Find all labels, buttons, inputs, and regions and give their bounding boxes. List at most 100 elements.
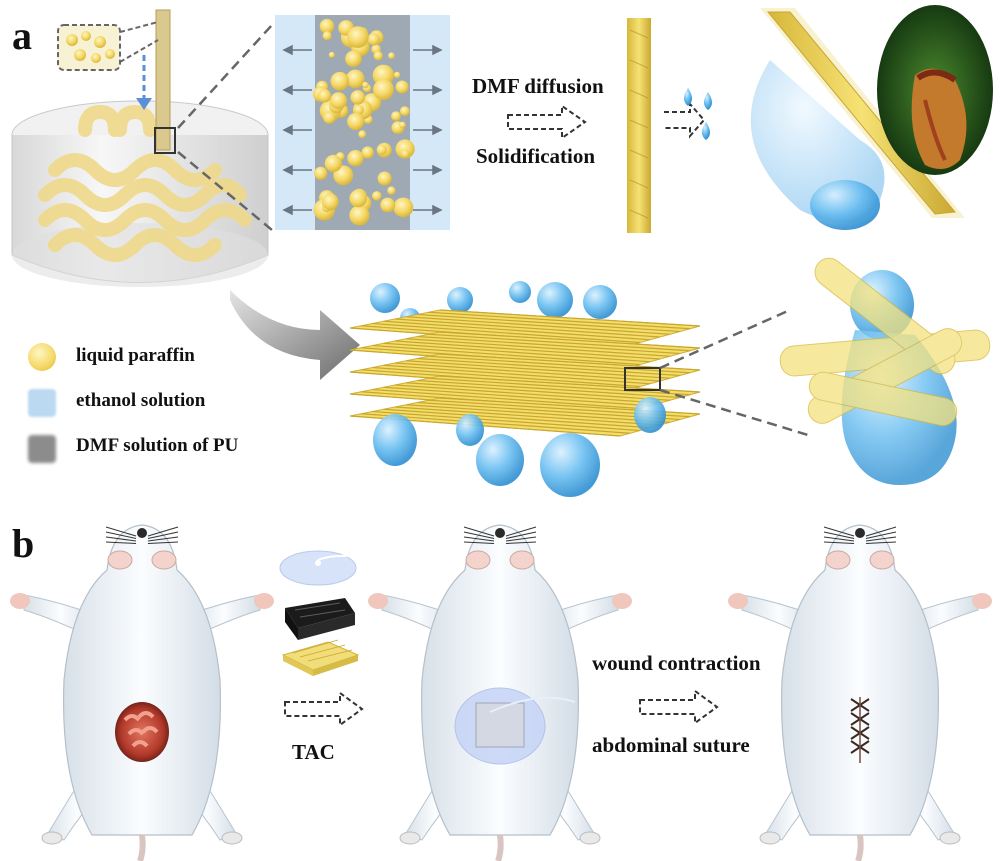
legend-swatch-pu bbox=[28, 435, 56, 463]
paraffin-droplet bbox=[347, 112, 365, 131]
solidified-fiber bbox=[627, 18, 651, 233]
fiber-strand bbox=[372, 388, 641, 410]
fiber-strand bbox=[417, 357, 681, 377]
fiber-strand bbox=[383, 342, 651, 363]
rat-body bbox=[62, 524, 222, 836]
paraffin-droplet bbox=[350, 90, 366, 105]
water-droplet bbox=[537, 282, 573, 318]
spinning-container bbox=[11, 9, 269, 287]
fiber-strand bbox=[406, 338, 671, 357]
paraffin-droplet bbox=[399, 121, 406, 129]
paraffin-droplet bbox=[401, 149, 410, 158]
rat-illustration bbox=[728, 524, 992, 861]
rat-body bbox=[420, 524, 580, 836]
fiber-strand bbox=[394, 340, 661, 360]
paraffin-droplet bbox=[387, 186, 396, 195]
paraffin-droplet bbox=[324, 154, 342, 172]
zoom-line-top bbox=[177, 24, 273, 129]
rat-body bbox=[780, 524, 940, 836]
paraffin-droplet bbox=[322, 31, 332, 41]
paraffin-droplet bbox=[349, 205, 370, 226]
fiber-strand bbox=[394, 406, 661, 426]
paraffin-droplet bbox=[395, 139, 415, 159]
magnified-jet bbox=[275, 15, 450, 230]
water-droplet bbox=[540, 433, 600, 497]
tac-dressing-stack bbox=[279, 550, 360, 676]
water-droplet bbox=[634, 397, 666, 433]
paraffin-droplet bbox=[376, 144, 387, 155]
water-droplet bbox=[373, 414, 417, 466]
rat-illustration bbox=[368, 524, 632, 861]
paraffin-droplet bbox=[372, 191, 382, 201]
process-arrow-tac bbox=[284, 691, 364, 727]
fiber-strand bbox=[406, 404, 671, 423]
fiber-strand bbox=[428, 333, 691, 352]
zoom-line-mat-bottom bbox=[659, 388, 809, 437]
legend-label-ethanol: ethanol solution bbox=[76, 390, 206, 411]
paraffin-droplet bbox=[330, 92, 347, 110]
fiber-strand bbox=[439, 309, 701, 327]
paraffin-droplet bbox=[377, 171, 392, 186]
paraffin-droplet bbox=[393, 71, 401, 79]
fiber-strand bbox=[372, 344, 641, 366]
paraffin-droplet bbox=[322, 193, 339, 211]
rat-illustration bbox=[10, 524, 274, 861]
water-droplet bbox=[370, 283, 400, 313]
paraffin-droplet bbox=[373, 79, 394, 100]
step-solidification: Solidification bbox=[476, 144, 596, 168]
water-droplet bbox=[447, 287, 473, 313]
paraffin-droplet bbox=[393, 197, 414, 218]
legend-swatch-paraffin bbox=[28, 343, 56, 371]
fiber-strand bbox=[383, 364, 651, 385]
fiber-strand bbox=[383, 408, 651, 429]
paraffin-droplet bbox=[353, 104, 364, 115]
paraffin-droplet bbox=[361, 146, 374, 159]
paraffin-droplet bbox=[373, 51, 383, 61]
water-droplet bbox=[509, 281, 531, 303]
fiber-strand bbox=[417, 379, 681, 399]
panel-b-letter: b bbox=[12, 521, 35, 566]
fiber-strand bbox=[394, 318, 661, 338]
water-drops-icon bbox=[664, 88, 712, 140]
paraffin-droplet bbox=[347, 26, 369, 48]
legend-label-pu: DMF solution of PU bbox=[76, 435, 239, 456]
fiber-strand bbox=[372, 366, 641, 388]
rat-nose bbox=[137, 528, 147, 538]
zoom-line-bottom bbox=[177, 151, 273, 231]
fiber-strand bbox=[406, 382, 671, 401]
paraffin-droplet bbox=[388, 52, 395, 59]
water-droplet bbox=[456, 414, 484, 446]
fiber-strand bbox=[406, 316, 671, 335]
fiber-strand bbox=[372, 322, 641, 344]
fiber-strand bbox=[406, 360, 671, 379]
water-droplet bbox=[583, 285, 617, 319]
fiber-strand bbox=[383, 320, 651, 341]
paraffin-droplet bbox=[330, 71, 350, 91]
paraffin-droplet bbox=[367, 33, 380, 46]
fiber-mat bbox=[349, 281, 701, 497]
coiled-fibers-in-bath bbox=[38, 104, 252, 262]
paraffin-droplet bbox=[317, 89, 332, 103]
spinneret-needle bbox=[155, 9, 171, 151]
zoom-line-mat-top bbox=[659, 308, 791, 370]
step-dmf-diffusion: DMF diffusion bbox=[472, 74, 604, 98]
panel-a-letter: a bbox=[12, 13, 32, 58]
fiber-strand bbox=[428, 355, 691, 374]
fiber-strand bbox=[394, 384, 661, 404]
paraffin-droplet bbox=[328, 51, 335, 58]
pitcher-plant-image bbox=[877, 5, 993, 175]
paraffin-droplet bbox=[323, 111, 336, 124]
step-wound-contraction: wound contraction bbox=[592, 651, 761, 675]
paraffin-droplet bbox=[347, 150, 364, 167]
fiber-strand bbox=[361, 413, 631, 434]
droplet-inset-box bbox=[57, 24, 121, 71]
water-droplet bbox=[476, 434, 524, 486]
paraffin-droplet bbox=[319, 18, 335, 34]
paraffin-droplet bbox=[362, 81, 369, 89]
step-abdominal-suture: abdominal suture bbox=[592, 733, 750, 757]
fiber-strand bbox=[372, 410, 641, 432]
process-arrow-suture bbox=[639, 689, 719, 725]
paraffin-droplet bbox=[314, 166, 328, 180]
